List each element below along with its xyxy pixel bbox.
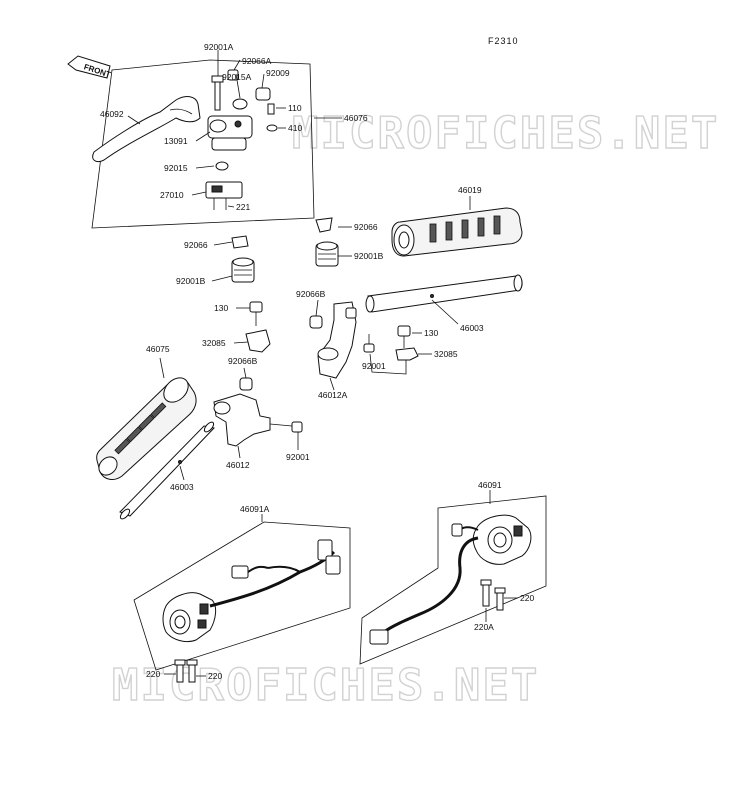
label-46076: 46076 <box>344 113 368 123</box>
nut-130-left <box>249 301 263 326</box>
label-220A: 220A <box>474 622 494 632</box>
label-46019: 46019 <box>458 185 482 195</box>
label-46003-right: 46003 <box>460 323 484 333</box>
cap-92066B-left <box>239 377 253 391</box>
label-92015A: 92015A <box>222 72 252 82</box>
right-switch-housing <box>472 514 532 565</box>
screw-220A-right <box>480 579 492 607</box>
guide-92001B-left <box>231 257 255 283</box>
leader-lines-top <box>127 50 342 208</box>
label-27010: 27010 <box>160 190 184 200</box>
bolt-92001A <box>214 79 221 111</box>
screw-220-right <box>494 587 506 611</box>
left-grip <box>96 377 197 480</box>
label-92001-right: 92001 <box>362 361 386 371</box>
cap-92066B-right <box>309 315 323 329</box>
watermark-bottom: MICROFICHES.NET <box>112 660 539 711</box>
figure-code: F2310 <box>488 36 519 46</box>
label-220-left-2: 220 <box>208 671 222 681</box>
wire-harness-left <box>209 539 341 608</box>
throttle-housing-right <box>317 301 357 379</box>
leader-46012 <box>237 445 241 459</box>
label-410: 410 <box>288 123 302 133</box>
switch-box-left <box>133 521 351 671</box>
clutch-lever <box>92 96 201 163</box>
label-92066A: 92066A <box>242 56 272 66</box>
screw-110 <box>267 103 275 115</box>
watermark-top: MICROFICHES.NET <box>292 108 719 159</box>
guide-92001B-right <box>315 241 339 267</box>
label-92066B-left: 92066B <box>228 356 258 366</box>
clamp-32085-right <box>395 347 419 361</box>
leader-92066-l <box>213 241 233 246</box>
screw-220-left-a <box>174 659 186 683</box>
washer-92015 <box>215 161 229 171</box>
label-46003-left: 46003 <box>170 482 194 492</box>
screw-220-left-b <box>186 659 198 683</box>
screw-92001-left <box>269 421 303 433</box>
label-92001B-left: 92001B <box>176 276 206 286</box>
label-92001A: 92001A <box>204 42 234 52</box>
label-92066-right: 92066 <box>354 222 378 232</box>
leader-46003-r <box>431 299 459 325</box>
label-220-left-1: 220 <box>146 669 160 679</box>
left-switch-housing <box>162 592 217 643</box>
label-220-right: 220 <box>520 593 534 603</box>
leader-92001B-l <box>211 275 233 282</box>
leader-92066B-r <box>315 299 319 317</box>
nut-92009 <box>255 87 271 101</box>
label-46075: 46075 <box>146 344 170 354</box>
lever-assembly-box <box>91 59 315 229</box>
label-46091A: 46091A <box>240 504 270 514</box>
label-92009: 92009 <box>266 68 290 78</box>
clutch-switch-27010 <box>205 181 243 210</box>
leader-92066B-l <box>243 367 247 379</box>
throttle-housing-left <box>213 393 271 447</box>
label-92066-left: 92066 <box>184 240 208 250</box>
washer-92015A <box>232 98 248 110</box>
label-110: 110 <box>288 103 302 113</box>
switch-box-right <box>359 495 547 665</box>
label-92001-left: 92001 <box>286 452 310 462</box>
bolt-head-92001A <box>211 75 224 83</box>
label-92001B-right: 92001B <box>354 251 384 261</box>
label-32085-right: 32085 <box>434 349 458 359</box>
label-46091: 46091 <box>478 480 502 490</box>
washer-410 <box>266 124 278 132</box>
label-46012A: 46012A <box>318 390 348 400</box>
label-221: 221 <box>236 202 250 212</box>
label-13091: 13091 <box>164 136 188 146</box>
throttle-tube-right <box>365 274 523 313</box>
cap-92066-left <box>231 235 249 249</box>
leader-46003-l <box>179 465 185 481</box>
leader-32085-l <box>233 341 249 344</box>
label-32085-left: 32085 <box>202 338 226 348</box>
label-92015: 92015 <box>164 163 188 173</box>
leader-92001-r <box>369 353 407 375</box>
leader-46075 <box>159 357 165 379</box>
throttle-tube-left <box>119 421 215 520</box>
cap-92066A <box>227 69 239 81</box>
front-arrow-icon: FRONT <box>67 55 112 79</box>
throttle-grip <box>391 207 523 257</box>
label-46012: 46012 <box>226 460 250 470</box>
nut-130-right <box>397 325 411 348</box>
cap-92066-right <box>315 217 333 233</box>
clamp-32085-left <box>245 329 271 353</box>
label-130-left: 130 <box>214 303 228 313</box>
label-46092: 46092 <box>100 109 124 119</box>
leader-46012A <box>329 377 335 391</box>
label-92066B-right: 92066B <box>296 289 326 299</box>
screw-92001-right <box>363 334 375 353</box>
wire-harness-right <box>369 523 479 645</box>
label-130-right: 130 <box>424 328 438 338</box>
lever-holder <box>207 115 253 151</box>
